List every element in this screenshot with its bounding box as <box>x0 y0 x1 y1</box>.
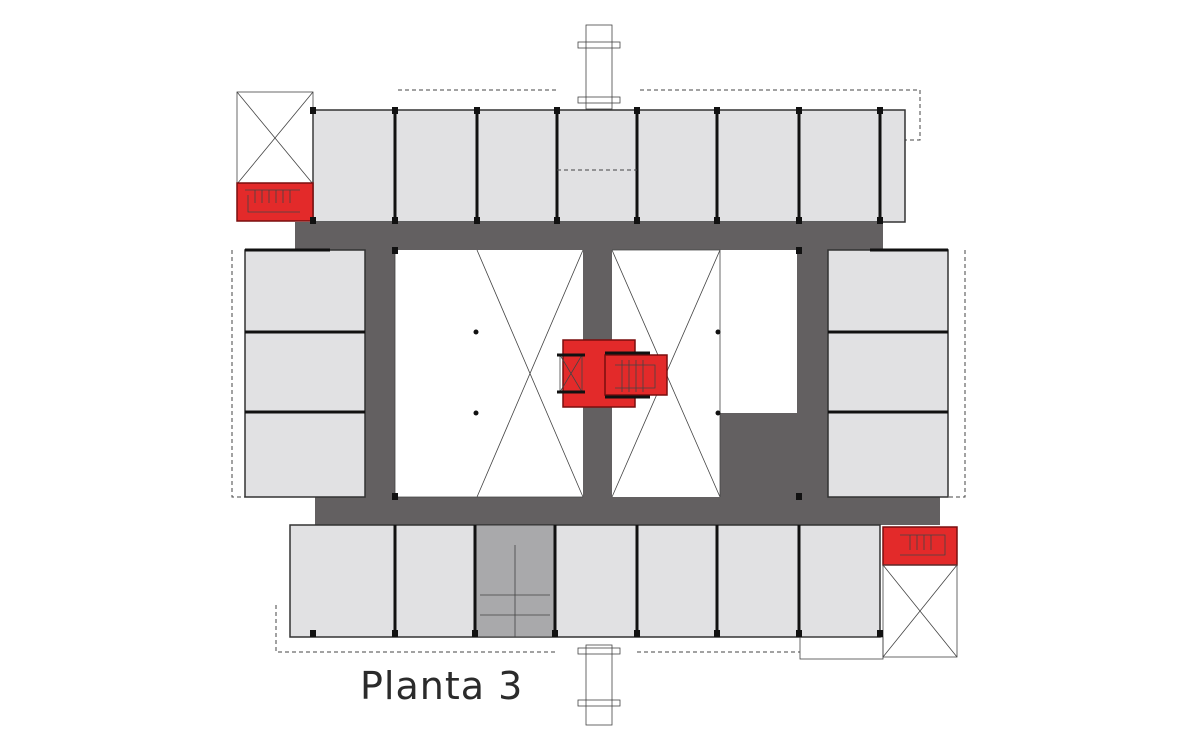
north-entrance <box>577 24 621 110</box>
south-wing <box>289 524 881 638</box>
corridors <box>295 222 940 525</box>
outline-dashed <box>231 89 966 653</box>
columns <box>310 107 883 637</box>
north-wing <box>312 109 906 223</box>
south-entrance <box>577 644 621 726</box>
atrium-voids <box>394 249 721 498</box>
stairs-nw <box>236 182 314 222</box>
elevator-shaft-nw <box>236 91 314 185</box>
stairs-central <box>557 339 668 408</box>
elevator-shaft-se <box>799 564 958 660</box>
stairs-se <box>882 526 958 566</box>
floor-title: Planta 3 <box>360 664 524 708</box>
west-wing <box>244 248 366 498</box>
east-wing <box>827 248 949 498</box>
